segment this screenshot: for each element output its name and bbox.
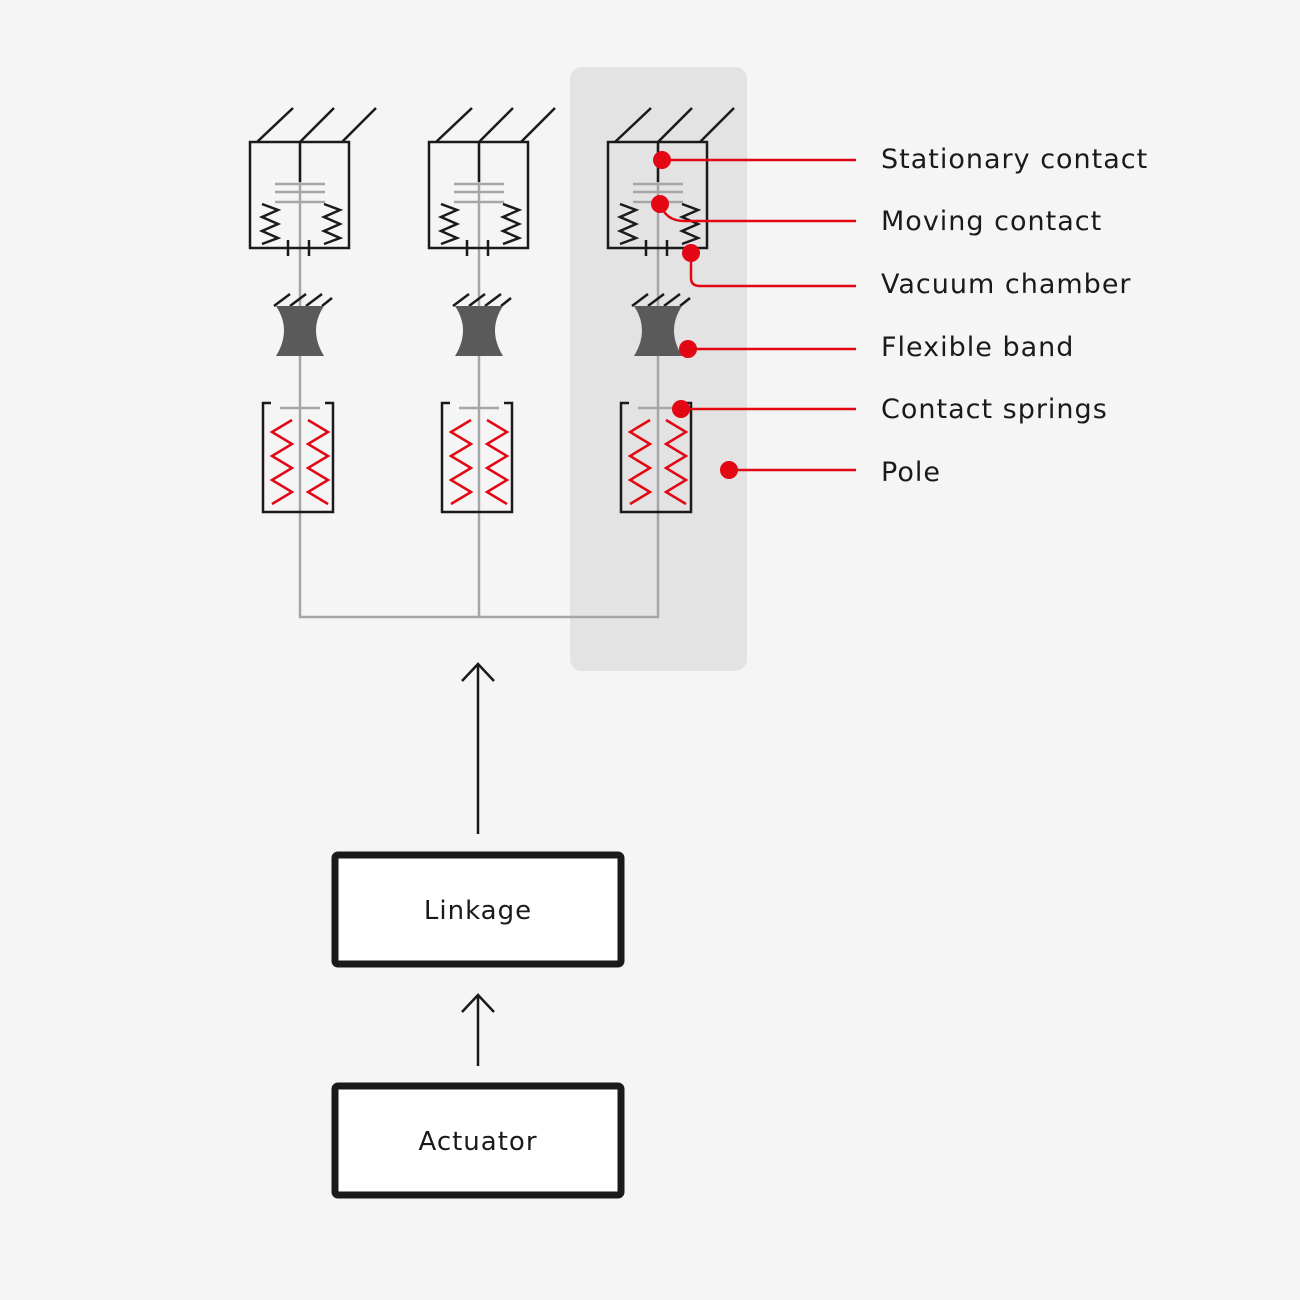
actuator-box: [331, 1082, 625, 1199]
contact-spring-left-1: [269, 418, 295, 506]
dot-moving-contact: [651, 195, 669, 213]
contact-spring-right-2: [484, 418, 510, 506]
dot-stationary-contact: [653, 151, 671, 169]
flexible-band-1: [276, 306, 324, 356]
label-pole: Pole: [881, 457, 941, 488]
arrow-actuator-to-linkage: [461, 993, 495, 1066]
dot-contact-springs: [672, 400, 690, 418]
contact-spring-right-1: [305, 418, 331, 506]
actuator-label: Actuator: [418, 1127, 538, 1157]
dot-pole: [720, 461, 738, 479]
pole-2: [427, 107, 556, 514]
dot-flexible-band: [679, 340, 697, 358]
contact-spring-right-3: [663, 418, 689, 506]
label-flexible-band: Flexible band: [881, 332, 1075, 363]
dot-vacuum-chamber: [682, 244, 700, 262]
flexible-band-2: [455, 306, 503, 356]
contact-springs-housing-2: [440, 401, 514, 514]
label-contact-springs: Contact springs: [881, 394, 1108, 425]
label-moving-contact: Moving contact: [881, 206, 1103, 237]
linkage-label: Linkage: [423, 896, 533, 926]
callout-leaders: [658, 158, 856, 472]
callout-dots: [651, 151, 738, 479]
arrow-linkage-to-poles: [461, 662, 495, 834]
flexible-band-3: [634, 306, 682, 356]
label-vacuum-chamber: Vacuum chamber: [881, 269, 1132, 300]
contact-spring-left-2: [448, 418, 474, 506]
leader-vacuum-chamber: [689, 253, 856, 288]
pole-1: [248, 107, 377, 514]
contact-springs-housing-3: [619, 401, 693, 514]
linkage-box: [331, 851, 625, 968]
contact-springs-housing-1: [261, 401, 335, 514]
label-stationary-contact: Stationary contact: [881, 144, 1149, 175]
contact-spring-left-3: [627, 418, 653, 506]
